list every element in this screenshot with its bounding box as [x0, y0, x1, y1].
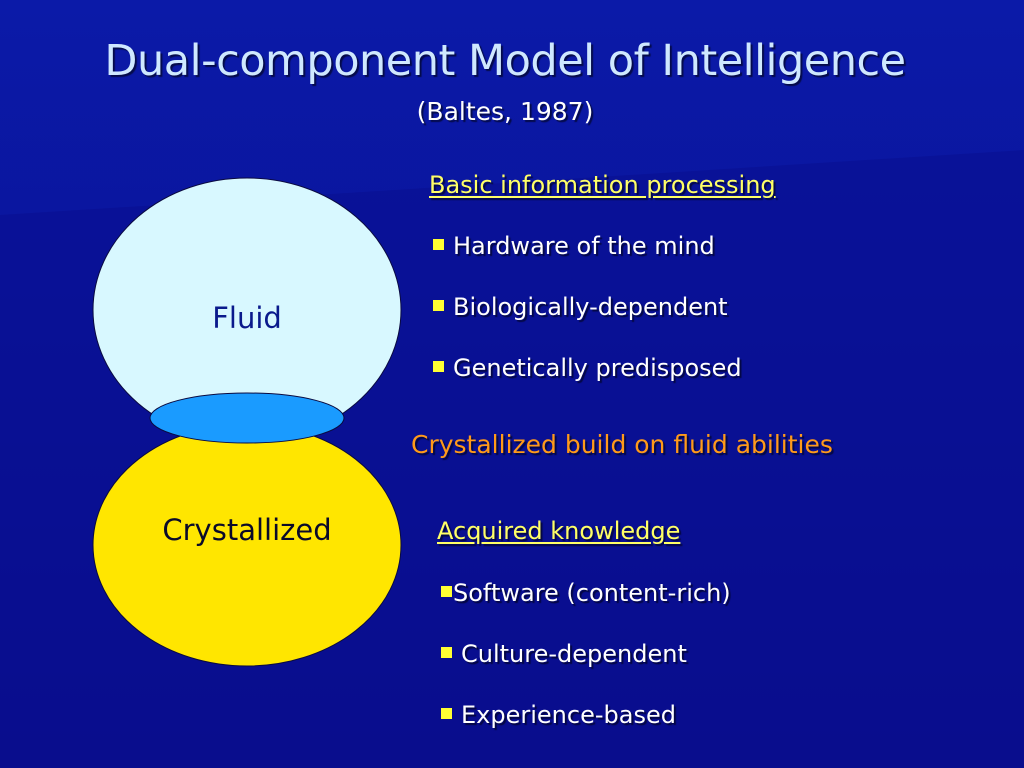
connector-text: Crystallized build on fluid abilities	[411, 430, 833, 459]
bullet-square-icon	[441, 708, 452, 719]
fluid-bullet-3: Genetically predisposed	[433, 353, 742, 383]
crystallized-bullet-3: Experience-based	[441, 700, 676, 730]
crystallized-bullet-1: Software (content-rich)	[441, 578, 731, 608]
page-subtitle: (Baltes, 1987)	[416, 97, 594, 126]
bullet-square-icon	[433, 300, 444, 311]
bullet-square-icon	[433, 239, 444, 250]
overlap-region	[149, 392, 345, 444]
bullet-square-icon	[441, 647, 452, 658]
fluid-bullet-2: Biologically-dependent	[433, 292, 728, 322]
crystallized-bullet-2: Culture-dependent	[441, 639, 687, 669]
crystallized-heading: Acquired knowledge	[437, 517, 681, 545]
bullet-square-icon	[441, 586, 452, 597]
fluid-bullet-1: Hardware of the mind	[433, 231, 715, 261]
page-title: Dual-component Model of Intelligence	[104, 36, 906, 86]
bullet-square-icon	[433, 361, 444, 372]
fluid-label: Fluid	[212, 301, 282, 335]
fluid-heading: Basic information processing	[429, 171, 776, 199]
crystallized-label: Crystallized	[162, 513, 332, 547]
